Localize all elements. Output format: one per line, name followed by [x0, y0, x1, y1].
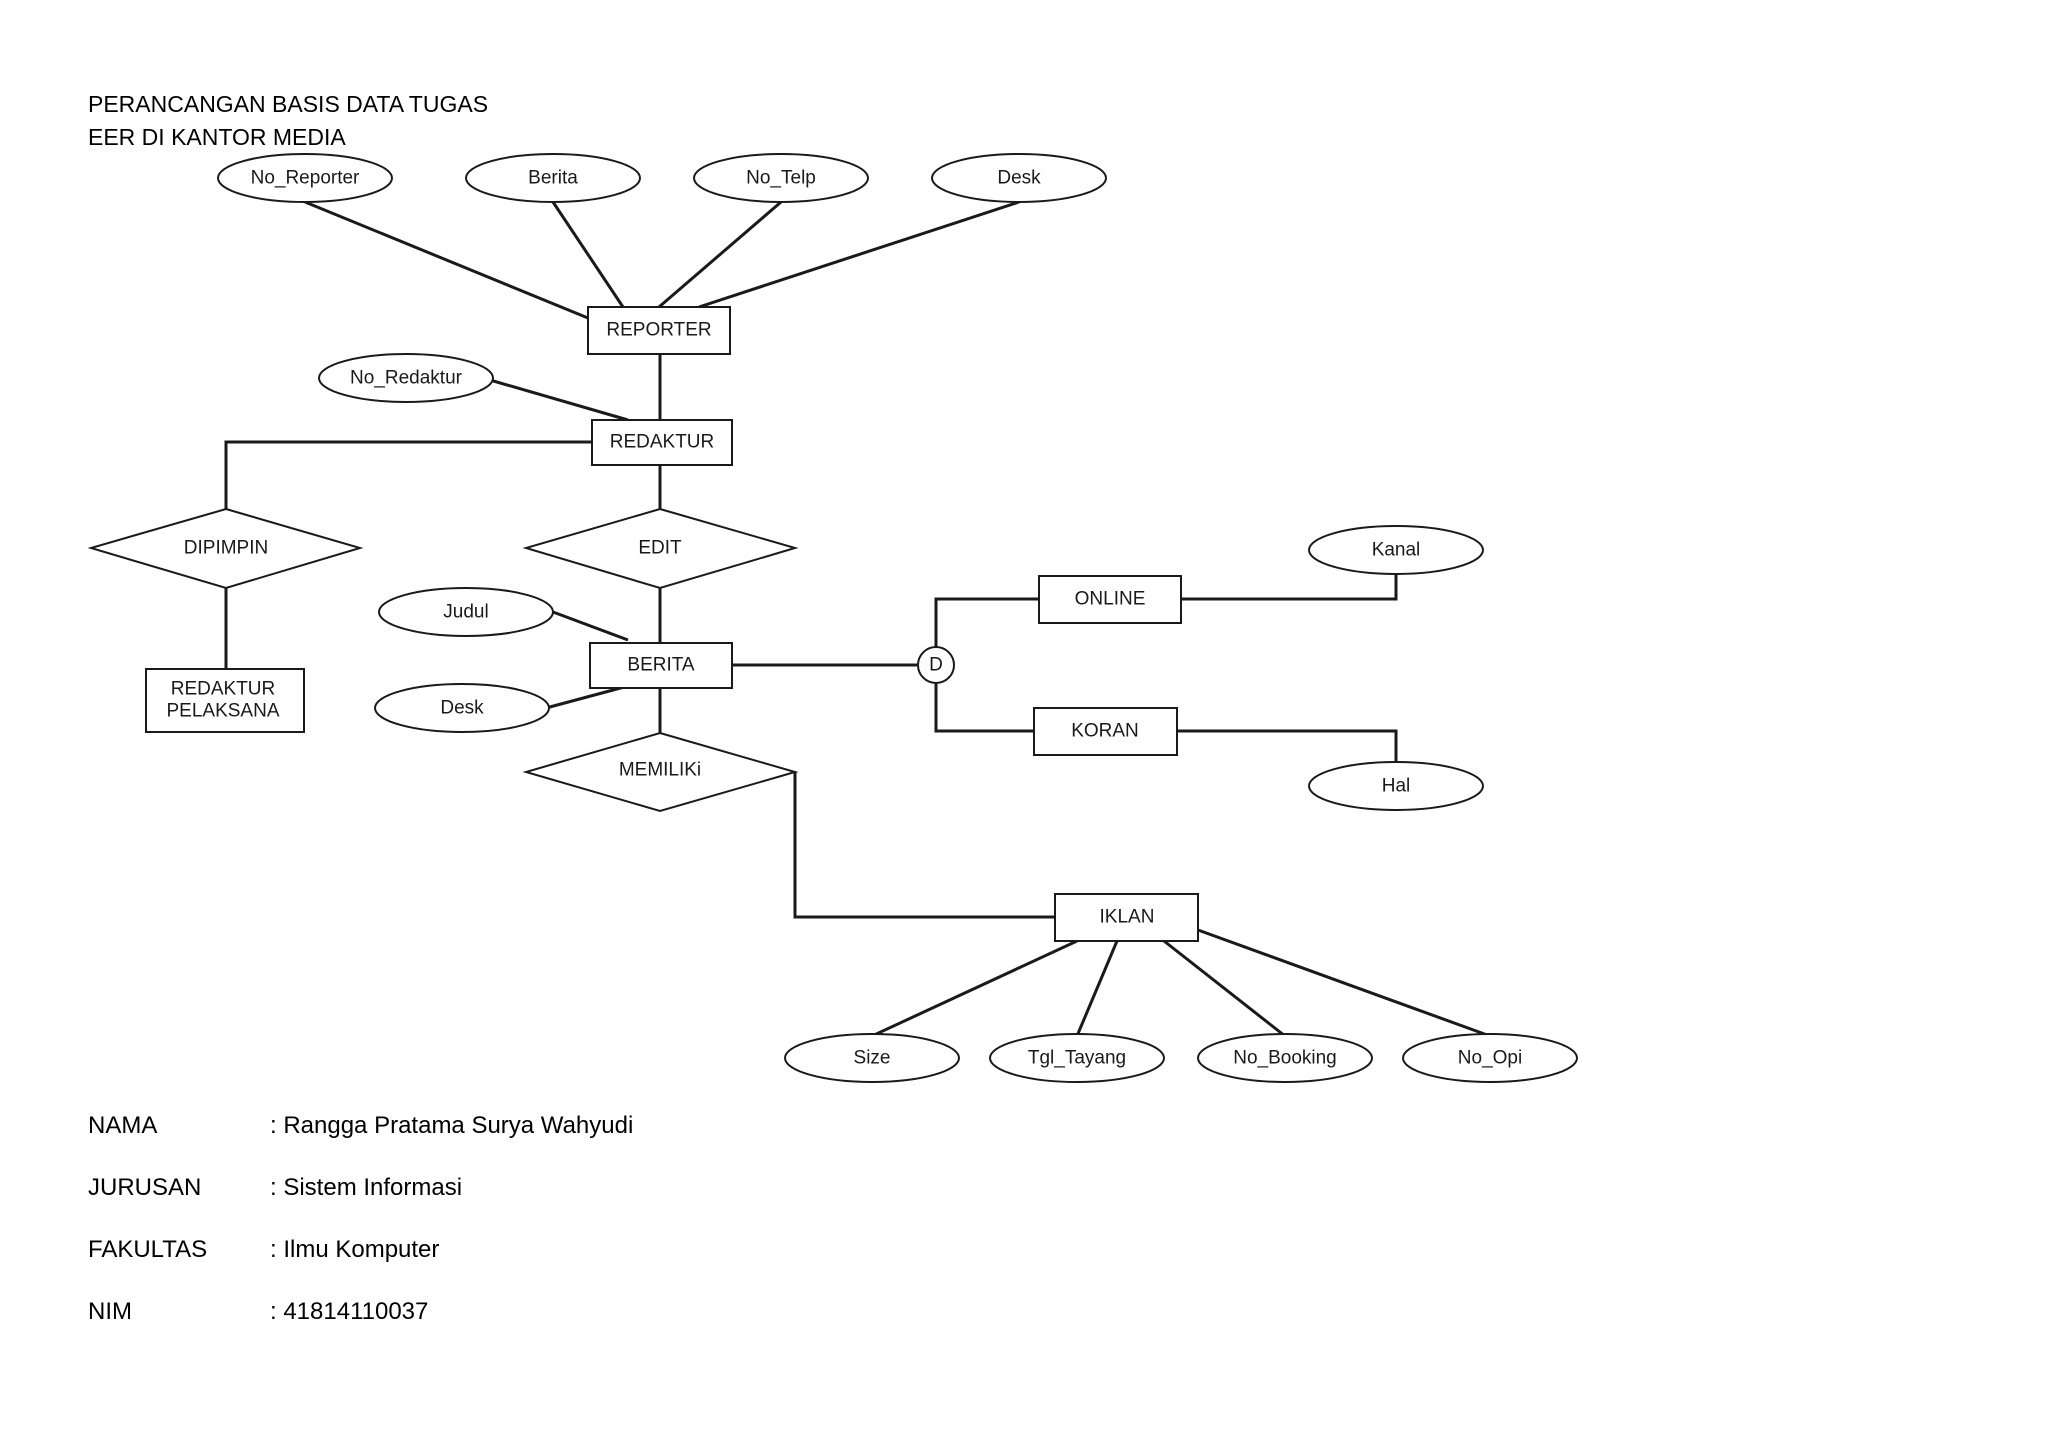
edge-no-reporter-reporter: [304, 200, 589, 320]
attr-tgl-tayang-label: Tgl_Tayang: [1028, 1048, 1126, 1069]
title-line-1: PERANCANGAN BASIS DATA TUGAS: [88, 91, 489, 117]
edge-redaktur-dipimpin: [224, 440, 592, 509]
attr-no-redaktur-label: No_Redaktur: [350, 368, 463, 389]
attr-judul-label: Judul: [443, 602, 488, 623]
attr-desk-reporter-label: Desk: [997, 168, 1041, 189]
attr-no-opi-label: No_Opi: [1458, 1048, 1522, 1069]
document-title: PERANCANGAN BASIS DATA TUGAS EER DI KANT…: [88, 88, 488, 154]
edge-iklan-no-opi: [1197, 928, 1491, 1038]
attr-desk-berita: Desk: [374, 683, 550, 733]
rel-dipimpin: DIPIMPIN: [87, 507, 364, 590]
info-value-jurusan: : Sistem Informasi: [270, 1174, 463, 1201]
entity-reporter: REPORTER: [587, 306, 731, 355]
entity-koran: KORAN: [1033, 707, 1178, 756]
entity-redaktur-pelaksana-label-2: PELAKSANA: [167, 701, 280, 722]
attr-desk-reporter: Desk: [931, 153, 1107, 203]
disjoint-circle: D: [917, 646, 955, 684]
entities: REPORTER REDAKTUR BERITA REDAKTUR PELAKS…: [145, 306, 1199, 942]
rel-memiliki-label: MEMILIKi: [619, 760, 701, 781]
entity-online-label: ONLINE: [1075, 589, 1146, 610]
entity-redaktur: REDAKTUR: [591, 419, 733, 466]
attr-kanal: Kanal: [1308, 525, 1484, 575]
edge-memiliki-iklan: [793, 772, 1055, 919]
edge-berita-attr-reporter: [551, 201, 625, 308]
edge-iklan-tgl-tayang: [1075, 940, 1119, 1037]
edge-iklan-size: [871, 939, 1078, 1038]
edge-desk-reporter: [698, 200, 1020, 309]
entity-redaktur-pelaksana-label-1: REDAKTUR: [171, 679, 276, 700]
edge-disjoint-online: [934, 597, 1039, 648]
rel-edit: EDIT: [522, 507, 799, 590]
attr-desk-berita-label: Desk: [440, 698, 484, 719]
info-value-nama: : Rangga Pratama Surya Wahyudi: [270, 1112, 634, 1139]
edge-desk-berita: [545, 684, 629, 710]
info-value-nim: : 41814110037: [270, 1298, 429, 1325]
edge-no-redaktur-redaktur: [489, 378, 629, 422]
attr-no-reporter: No_Reporter: [217, 153, 393, 203]
attr-no-booking-label: No_Booking: [1233, 1048, 1337, 1069]
entity-iklan: IKLAN: [1054, 893, 1199, 942]
attr-no-booking: No_Booking: [1197, 1033, 1373, 1083]
edge-koran-hal: [1177, 729, 1398, 766]
attr-berita-label: Berita: [528, 168, 578, 189]
entity-redaktur-pelaksana: REDAKTUR PELAKSANA: [145, 668, 305, 733]
info-label-nim: NIM: [88, 1298, 132, 1325]
edge-no-telp-reporter: [658, 200, 782, 309]
entity-reporter-label: REPORTER: [606, 320, 711, 341]
attr-tgl-tayang: Tgl_Tayang: [989, 1033, 1165, 1083]
attr-hal-label: Hal: [1382, 776, 1411, 797]
rel-dipimpin-label: DIPIMPIN: [184, 538, 268, 559]
attr-hal: Hal: [1308, 761, 1484, 811]
entity-koran-label: KORAN: [1071, 721, 1139, 742]
attr-size-label: Size: [854, 1048, 891, 1069]
entity-online: ONLINE: [1038, 575, 1182, 624]
attr-berita: Berita: [465, 153, 641, 203]
disjoint-label: D: [929, 655, 943, 676]
attr-kanal-label: Kanal: [1372, 540, 1421, 561]
attr-no-opi: No_Opi: [1402, 1033, 1578, 1083]
rel-memiliki: MEMILIKi: [522, 731, 799, 813]
connectors: [224, 200, 1491, 1038]
attr-no-telp-label: No_Telp: [746, 168, 816, 189]
attr-no-reporter-label: No_Reporter: [251, 168, 360, 189]
rel-edit-label: EDIT: [638, 538, 682, 559]
info-label-jurusan: JURUSAN: [88, 1174, 202, 1201]
edge-iklan-no-booking: [1163, 939, 1286, 1038]
entity-berita-label: BERITA: [627, 655, 695, 676]
relationships: DIPIMPIN EDIT MEMILIKi: [87, 507, 799, 813]
attr-size: Size: [784, 1033, 960, 1083]
entity-berita: BERITA: [589, 642, 733, 689]
attr-judul: Judul: [378, 587, 554, 637]
attributes: No_Reporter Berita No_Telp Desk No_Redak…: [217, 153, 1578, 1083]
attr-no-telp: No_Telp: [693, 153, 869, 203]
info-label-nama: NAMA: [88, 1112, 158, 1139]
entity-redaktur-label: REDAKTUR: [610, 432, 715, 453]
edge-judul-berita: [552, 610, 629, 642]
attr-no-redaktur: No_Redaktur: [318, 353, 494, 403]
edge-disjoint-koran: [934, 682, 1034, 733]
title-line-2: EER DI KANTOR MEDIA: [88, 124, 346, 150]
entity-iklan-label: IKLAN: [1100, 907, 1155, 928]
info-label-fakultas: FAKULTAS: [88, 1236, 208, 1263]
info-value-fakultas: : Ilmu Komputer: [270, 1236, 440, 1263]
edge-online-kanal: [1181, 574, 1398, 601]
